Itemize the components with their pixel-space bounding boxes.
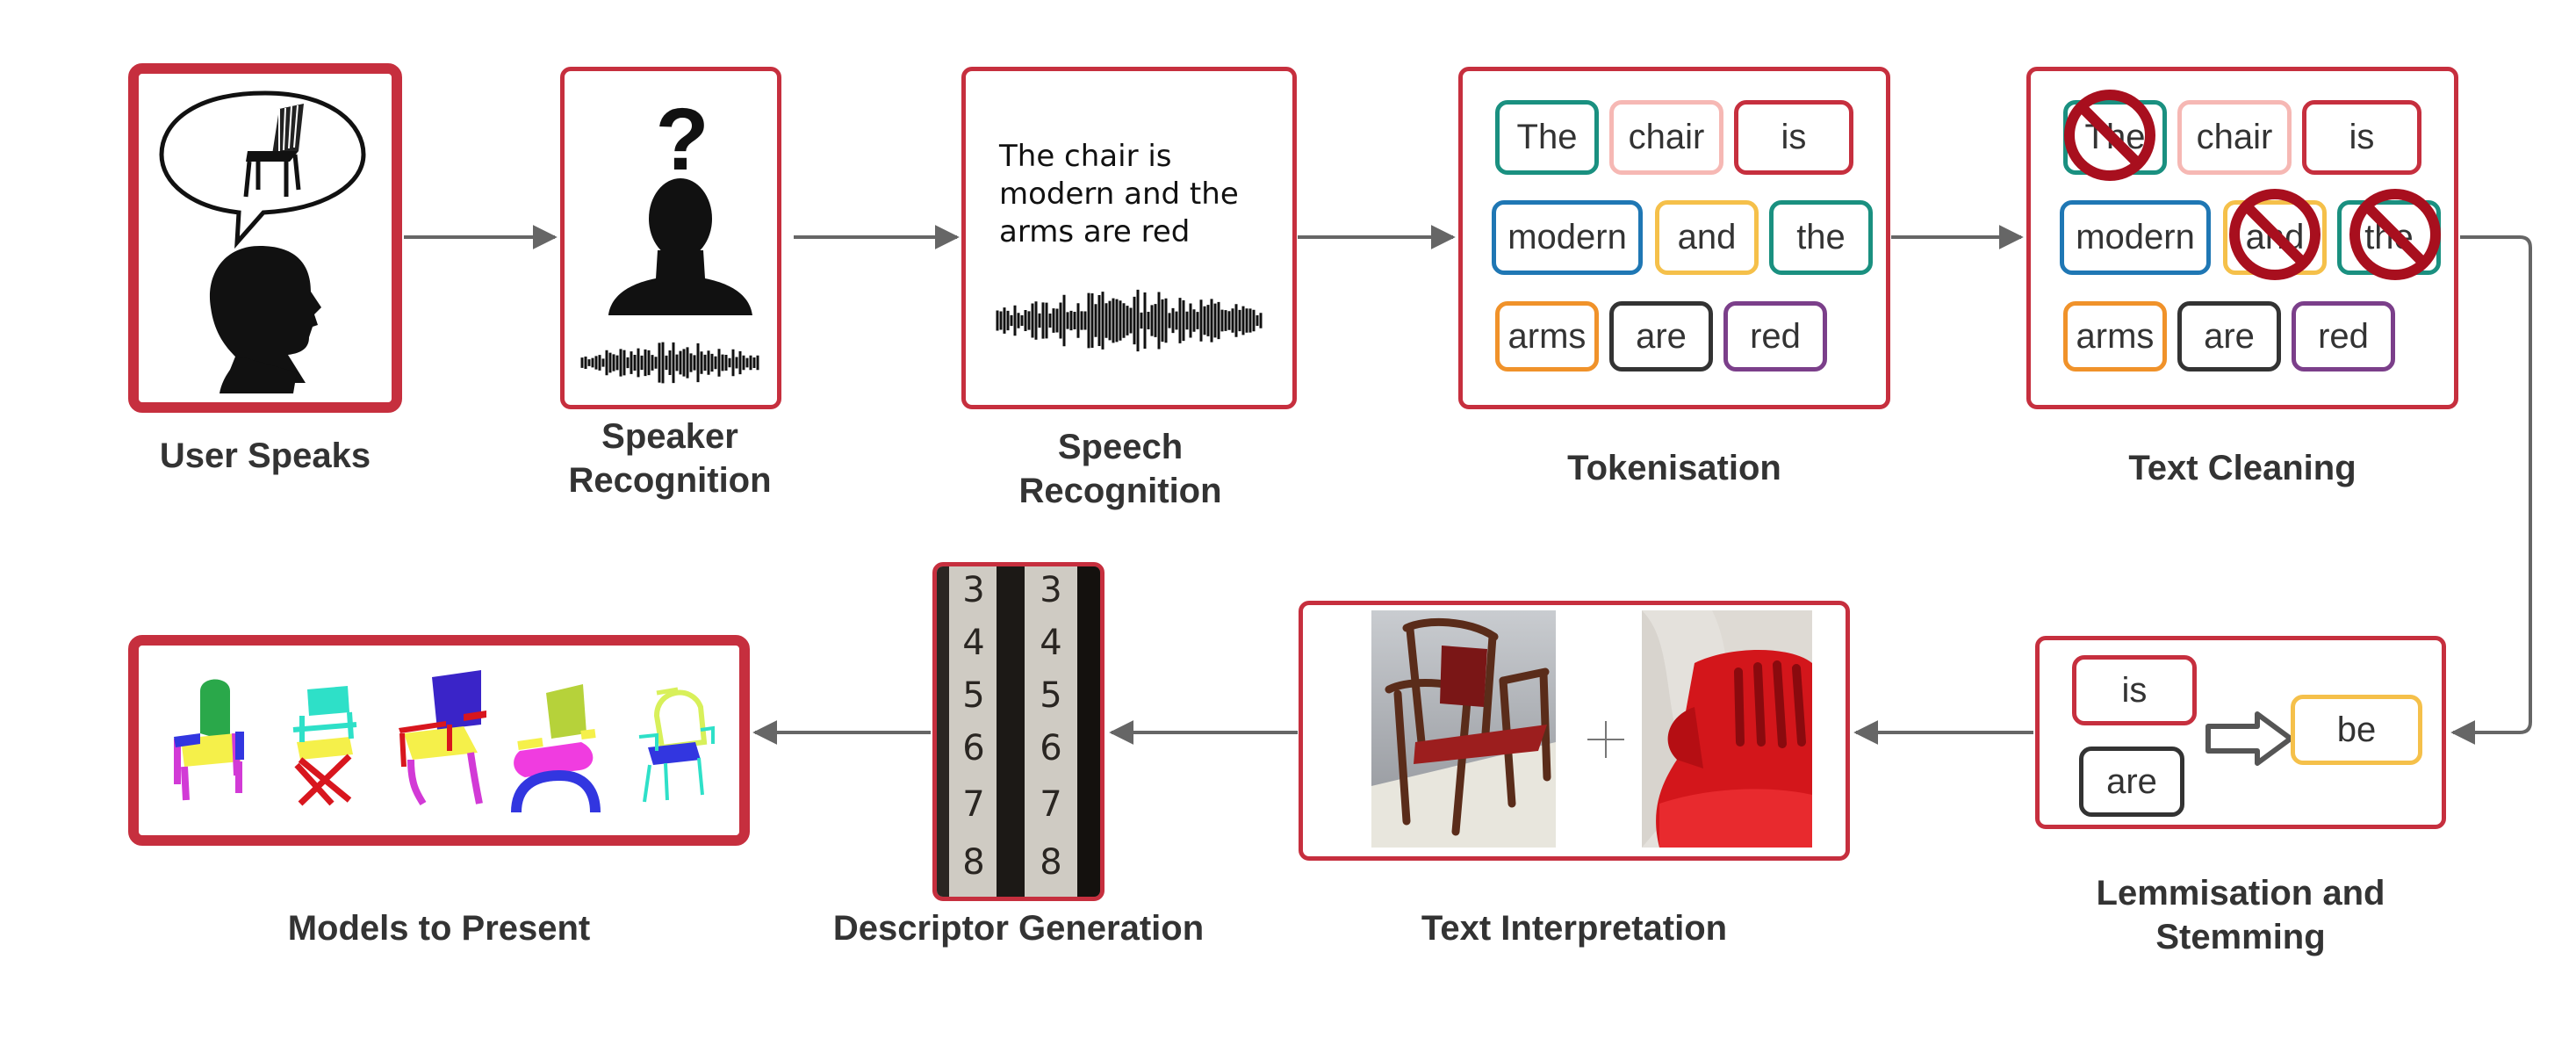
chair-model-icon <box>174 679 244 801</box>
token-the: The <box>1495 100 1599 175</box>
token-the-2: the <box>1769 200 1873 275</box>
svg-text:6: 6 <box>962 728 984 768</box>
tokenisation-box: The chair is modern and the arms are red <box>1458 67 1890 409</box>
lemma-output-be: be <box>2291 695 2422 765</box>
transcript-line: The chair is <box>999 139 1172 174</box>
svg-text:8: 8 <box>962 842 984 883</box>
question-mark-icon: ? <box>655 90 709 189</box>
ban-icon <box>2349 189 2441 280</box>
ban-icon <box>2064 90 2155 181</box>
speech-bubble-icon <box>159 90 366 249</box>
transcript-line: modern and the <box>999 177 1239 212</box>
user-speaks-box <box>128 63 402 413</box>
token-modern: modern <box>2060 200 2211 275</box>
svg-text:4: 4 <box>1040 623 1061 663</box>
token-are: are <box>2177 301 2281 372</box>
svg-text:3: 3 <box>962 570 984 610</box>
speaker-icon: ? <box>580 90 759 384</box>
svg-text:4: 4 <box>962 623 984 663</box>
ban-icon <box>2229 189 2321 280</box>
token-arms: arms <box>1495 301 1599 372</box>
token-are: are <box>1609 301 1713 372</box>
transcript-text: The chair is modern and the arms are red <box>999 138 1239 251</box>
chair-models <box>174 670 715 813</box>
chair-model-icon <box>399 670 486 806</box>
token-is: is <box>2302 100 2421 175</box>
svg-text:5: 5 <box>962 675 984 716</box>
token-chair: chair <box>1609 100 1723 175</box>
chair-model-icon <box>638 687 715 803</box>
token-red: red <box>2292 301 2395 372</box>
descriptor-generation-box: 3 4 5 6 7 8 3 4 5 6 7 8 <box>932 562 1105 901</box>
chair-icon <box>1656 650 1812 848</box>
label-lemmisation: Lemmisation and Stemming <box>2096 874 2385 956</box>
label-speech-recognition: Speech Recognition <box>1018 428 1222 510</box>
child-silhouette-icon <box>209 246 321 393</box>
text-interpretation-box <box>1299 601 1850 861</box>
label-speaker-recognition: Speaker Recognition <box>568 417 772 500</box>
lemmisation-box: is are be <box>2035 636 2446 829</box>
removal-marks <box>2064 90 2441 280</box>
svg-text:5: 5 <box>1040 675 1061 716</box>
chair-model-icon <box>511 684 601 813</box>
dial-digits: 3 4 5 6 7 8 3 4 5 6 7 8 <box>962 570 1061 883</box>
svg-text:8: 8 <box>1040 842 1061 883</box>
label-text-interpretation: Text Interpretation <box>1421 909 1728 948</box>
svg-text:3: 3 <box>1040 570 1061 610</box>
lemma-input-is: is <box>2072 655 2197 725</box>
number-dials-photo: 3 4 5 6 7 8 3 4 5 6 7 8 <box>937 566 1100 897</box>
wooden-chair-photo <box>1371 610 1556 848</box>
arrow-cleaning-to-lemma <box>2450 235 2532 745</box>
chair-model-icon <box>292 686 357 806</box>
speaker-recognition-box: ? <box>560 67 781 409</box>
chair-icon <box>243 104 304 198</box>
label-descriptor-generation: Descriptor Generation <box>832 909 1205 948</box>
label-text-cleaning: Text Cleaning <box>2128 449 2357 487</box>
red-plastic-chair-photo <box>1642 610 1812 848</box>
transform-arrow-icon <box>2205 711 2293 766</box>
svg-text:7: 7 <box>962 784 984 825</box>
soundwave-icon <box>580 342 759 384</box>
svg-text:7: 7 <box>1040 784 1061 825</box>
user-speaking-icon <box>159 90 366 393</box>
person-silhouette-icon <box>608 178 752 315</box>
token-is: is <box>1734 100 1853 175</box>
models-to-present-box <box>128 635 750 846</box>
speech-recognition-box: The chair is modern and the arms are red <box>961 67 1297 409</box>
token-arms: arms <box>2063 301 2167 372</box>
token-modern: modern <box>1492 200 1643 275</box>
transcript-line: arms are red <box>999 214 1191 249</box>
plus-icon <box>1587 721 1624 758</box>
token-red: red <box>1723 301 1827 372</box>
svg-text:6: 6 <box>1040 728 1061 768</box>
label-user-speaks: User Speaks <box>159 436 371 475</box>
text-cleaning-box: The chair is modern and the arms are red <box>2026 67 2458 409</box>
soundwave-icon <box>996 289 1263 352</box>
token-and: and <box>1655 200 1759 275</box>
label-models-to-present: Models to Present <box>287 909 591 948</box>
lemma-input-are: are <box>2079 747 2184 817</box>
label-tokenisation: Tokenisation <box>1567 449 1781 487</box>
token-chair: chair <box>2177 100 2292 175</box>
